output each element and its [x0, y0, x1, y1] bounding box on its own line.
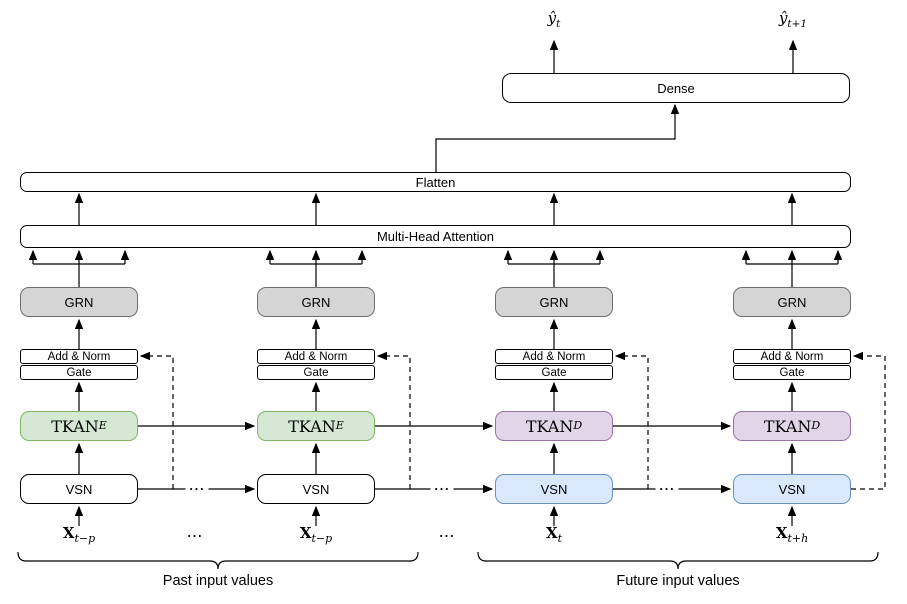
output-sub: t: [556, 18, 561, 30]
output-label-yt1: ŷt+1: [778, 9, 808, 30]
group-braces: [17, 551, 879, 570]
future-group-label: Future input values: [616, 573, 740, 589]
output-sub: t+1: [787, 18, 808, 30]
ellipsis-vsn-line: …: [430, 475, 454, 494]
output-base: ŷ: [778, 9, 788, 27]
ellipsis-vsn-line: …: [655, 475, 679, 494]
ellipsis-vsn-line: …: [185, 475, 209, 494]
residual-dashed-connectors: [139, 351, 886, 490]
dense-box: Dense: [502, 73, 850, 103]
output-label-yt: ŷt: [547, 9, 561, 30]
ellipsis-input-row: …: [186, 522, 204, 541]
attention-to-flatten-arrows: [74, 192, 797, 225]
flatten-label: Flatten: [415, 174, 456, 190]
output-base: ŷ: [547, 9, 557, 27]
past-group-label: Past input values: [162, 573, 274, 589]
ellipsis-input-row: …: [438, 522, 456, 541]
multi-head-attention-bar: Multi-Head Attention: [20, 225, 851, 248]
flatten-to-dense-connector: [435, 103, 680, 172]
column-vertical-arrows: [74, 318, 797, 526]
flatten-bar: Flatten: [20, 172, 851, 192]
output-arrows: [549, 39, 798, 73]
attention-label: Multi-Head Attention: [376, 229, 495, 244]
grn-to-attention-tridents: [28, 249, 843, 287]
dense-label: Dense: [657, 80, 695, 96]
